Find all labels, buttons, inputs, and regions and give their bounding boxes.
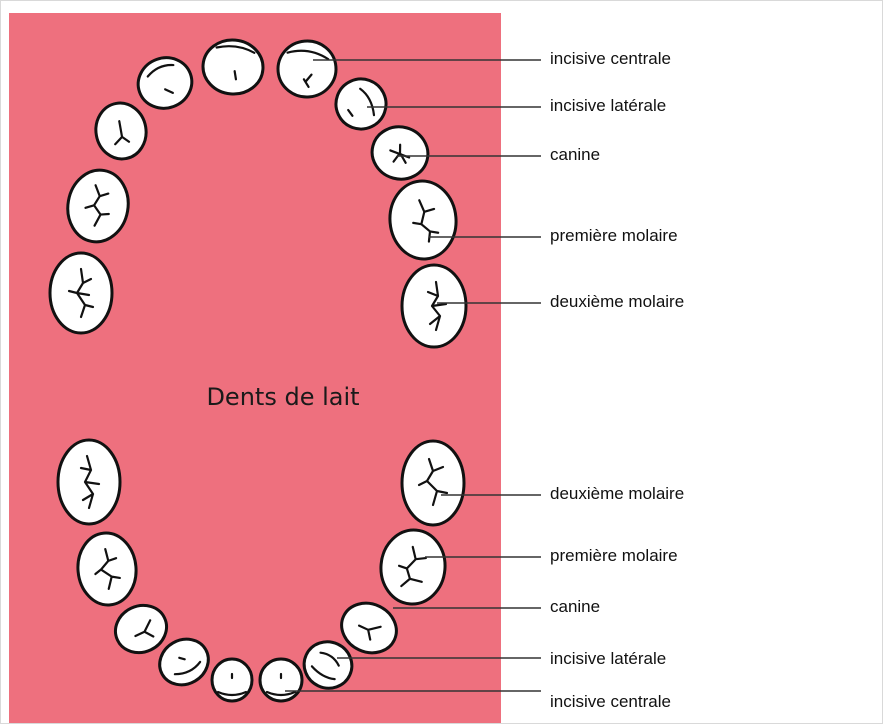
upper-left-second-molar [50, 253, 112, 333]
label-lower-first-molar: première molaire [550, 546, 678, 565]
lower-right-second-molar [402, 441, 464, 525]
upper-right-second-molar [402, 265, 466, 347]
label-upper-second-molar: deuxième molaire [550, 292, 684, 311]
label-upper-central-incisor: incisive centrale [550, 49, 671, 68]
lower-right-central-incisor [260, 659, 302, 701]
mouth-background-panel [9, 13, 501, 724]
lower-left-central-incisor [212, 659, 252, 701]
label-lower-central-incisor: incisive centrale [550, 692, 671, 711]
lower-left-second-molar [58, 440, 120, 524]
label-upper-lateral-incisor: incisive latérale [550, 96, 666, 115]
label-lower-lateral-incisor: incisive latérale [550, 649, 666, 668]
label-upper-canine: canine [550, 145, 600, 164]
center-title: Dents de lait [206, 383, 359, 411]
label-lower-canine: canine [550, 597, 600, 616]
label-lower-second-molar: deuxième molaire [550, 484, 684, 503]
label-upper-first-molar: première molaire [550, 226, 678, 245]
